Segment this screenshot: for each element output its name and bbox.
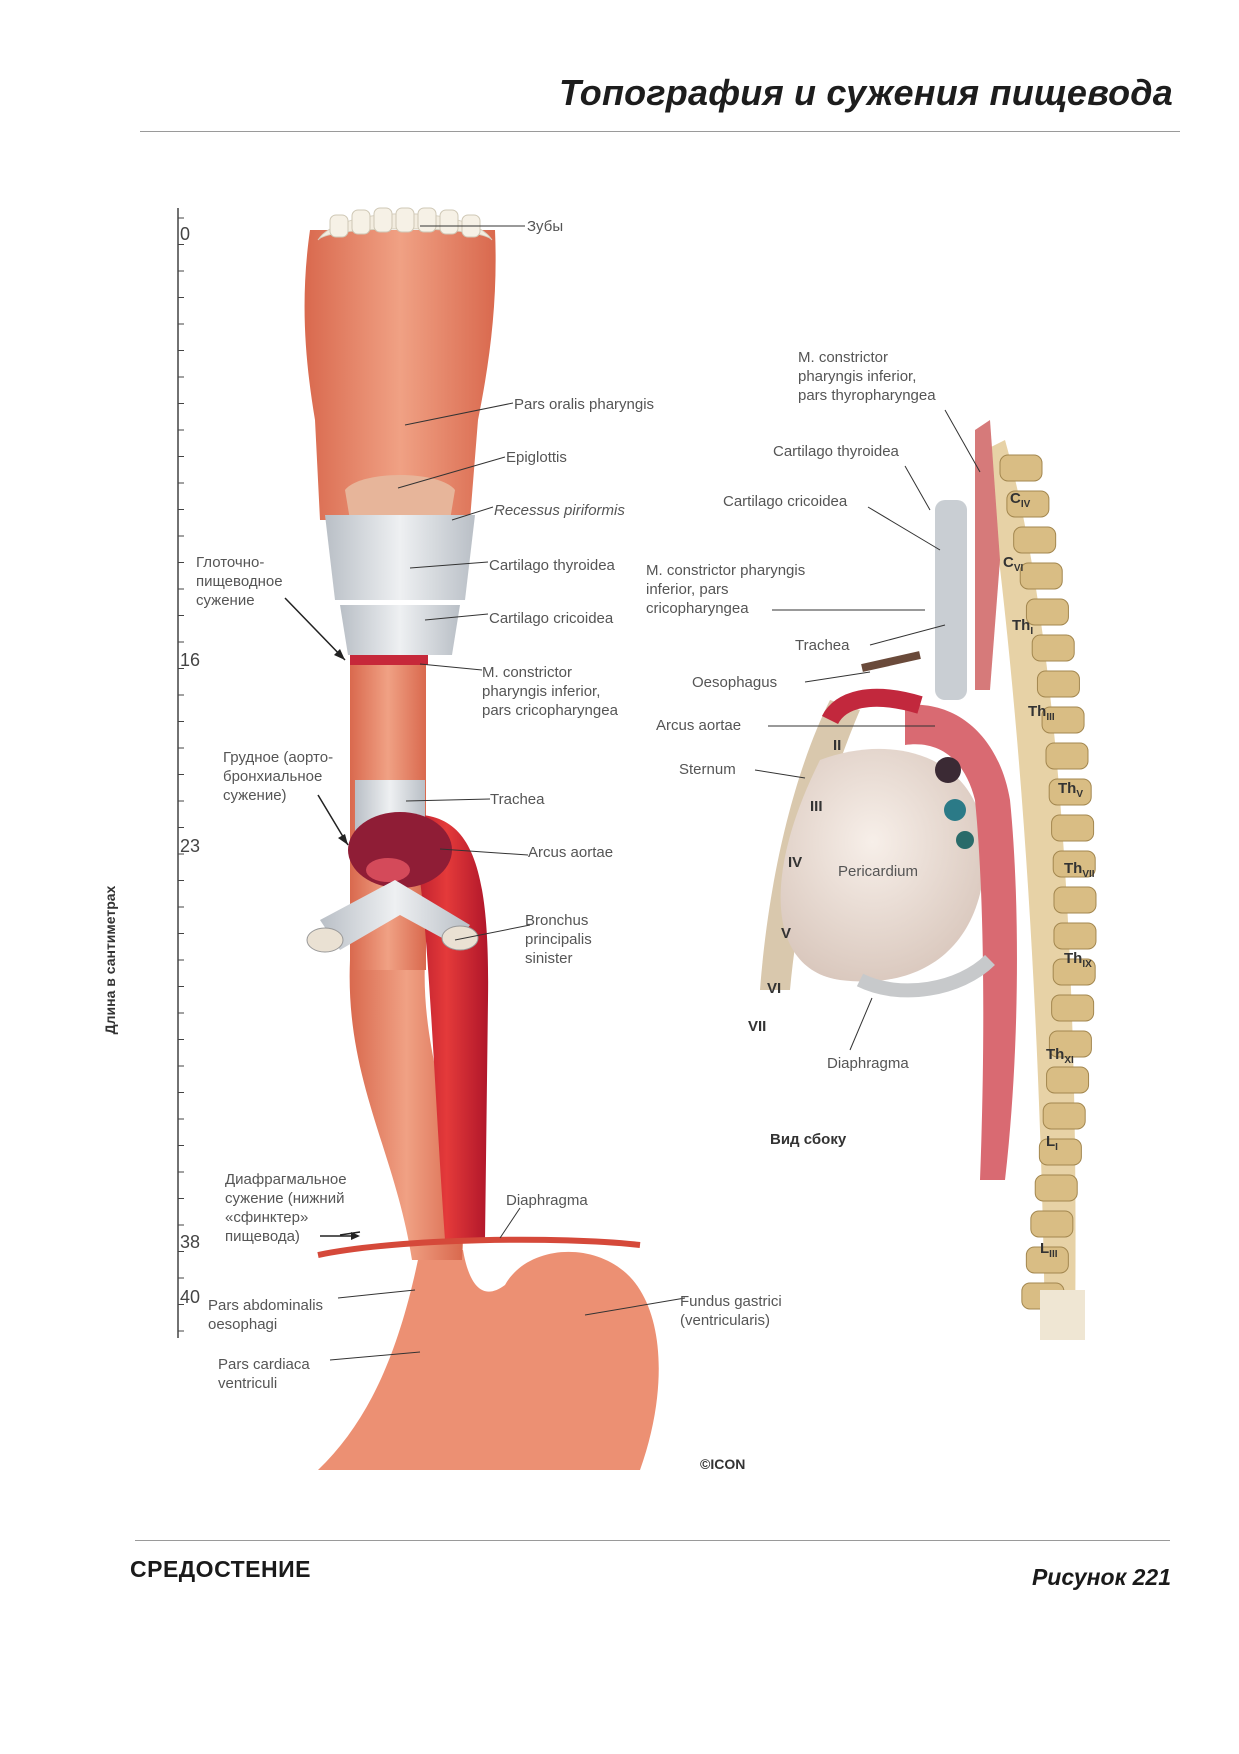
label-narrow-diaphragm: Диафрагмальное сужение (нижний «сфинктер… <box>225 1171 347 1245</box>
label-side-cartilago-thyroidea: Cartilago thyroidea <box>773 443 899 460</box>
vertebra-label-thiii: ThIII <box>1028 703 1055 723</box>
pericardium-shape <box>780 748 986 982</box>
leader-lines <box>329 225 981 1361</box>
length-scale <box>177 208 184 1338</box>
aorta-side <box>905 704 1017 1180</box>
vertebra-body <box>1051 994 1095 1022</box>
vertebra-body <box>1019 562 1063 590</box>
vertebra-body <box>1013 526 1057 554</box>
label-fundus: Fundus gastrici (ventricularis) <box>680 1293 782 1329</box>
label-side-cartilago-cricoidea: Cartilago cricoidea <box>723 493 848 510</box>
vertebra-label-li: LI <box>1046 1133 1058 1153</box>
label-cartilago-cricoidea: Cartilago cricoidea <box>489 610 614 627</box>
vertebra-body <box>1038 1138 1082 1166</box>
vertebra-body <box>1045 742 1089 770</box>
footer-rule <box>135 1540 1170 1541</box>
scale-mark-38: 38 <box>180 1232 201 1252</box>
label-side-constrictor-crico: M. constrictor pharyngis inferior, pars … <box>646 562 806 617</box>
vertebra-body <box>1048 778 1092 806</box>
publisher-logo: ©ICON <box>700 1456 746 1472</box>
rib-label-6: VI <box>767 980 782 997</box>
vertebra-body <box>1006 490 1050 518</box>
label-pars-oralis: Pars oralis pharyngis <box>514 396 655 413</box>
label-side-sternum: Sternum <box>679 761 736 778</box>
label-trachea: Trachea <box>490 791 545 808</box>
page-title: Топография и сужения пищевода <box>558 72 1173 113</box>
vertebra-body <box>1034 1174 1078 1202</box>
vertebra-body <box>1046 1066 1090 1094</box>
vertebra-label-cvi: CVI <box>1003 554 1024 574</box>
label-pars-abdominalis: Pars abdominalis oesophagi <box>208 1297 324 1333</box>
vertebra-body <box>1053 886 1097 914</box>
label-teeth: Зубы <box>527 218 564 235</box>
label-epiglottis: Epiglottis <box>506 449 567 466</box>
vertebra-label-thxi: ThXI <box>1046 1046 1074 1066</box>
vertebra-body <box>1052 958 1096 986</box>
rib-label-7: VII <box>748 1018 767 1035</box>
label-pars-cardiaca: Pars cardiaca ventriculi <box>218 1356 310 1392</box>
label-side-oesophagus: Oesophagus <box>692 674 778 691</box>
vertebra-body <box>1053 922 1097 950</box>
epiglottis-shape <box>345 475 455 520</box>
label-constrictor-thyro: M. constrictor pharyngis inferior, pars … <box>798 349 936 404</box>
label-bronchus: Bronchus principalis sinister <box>525 912 592 967</box>
label-diaphragma-front: Diaphragma <box>506 1192 588 1209</box>
vertebra-label-thvii: ThVII <box>1064 860 1095 880</box>
label-arcus-aortae: Arcus aortae <box>528 844 614 861</box>
vertebra-body <box>999 454 1043 482</box>
diaphragm-line <box>317 1236 641 1258</box>
bronchi-shape <box>320 880 470 950</box>
trachea-side <box>935 500 967 700</box>
section-title: СРЕДОСТЕНИЕ <box>130 1556 311 1582</box>
label-side-diaphragma: Diaphragma <box>827 1055 909 1072</box>
scale-mark-0: 0 <box>180 224 191 244</box>
vertebra-body <box>1041 706 1085 734</box>
label-recessus: Recessus piriformis <box>494 502 625 519</box>
vertebra-body <box>1030 1210 1074 1238</box>
vertebra-body <box>1036 670 1080 698</box>
figure-number: Рисунок 221 <box>1031 1564 1171 1590</box>
rib-label-4: IV <box>788 854 803 871</box>
vertebra-label-thv: ThV <box>1058 780 1083 800</box>
vertebra-body <box>1042 1102 1086 1130</box>
vertebra-body <box>1031 634 1075 662</box>
vertebra-label-civ: CIV <box>1010 490 1031 510</box>
scale-axis-title: Длина в сантиметрах <box>102 885 118 1035</box>
scale-mark-40: 40 <box>180 1287 201 1307</box>
oesophagus-lower <box>349 960 463 1260</box>
cricoid-cartilage <box>340 605 460 655</box>
pharynx-shape <box>304 230 496 520</box>
label-cartilago-thyroidea: Cartilago thyroidea <box>489 557 615 574</box>
vertebra-body <box>1051 814 1095 842</box>
label-side-trachea: Trachea <box>795 637 850 654</box>
label-constrictor-crico: M. constrictor pharyngis inferior, pars … <box>482 664 618 719</box>
vertebra-body <box>1025 1246 1069 1274</box>
label-side-pericardium: Pericardium <box>838 863 919 880</box>
rib-label-3: III <box>810 798 823 815</box>
vertebra-body <box>1025 598 1069 626</box>
rib-label-5: V <box>781 925 792 942</box>
label-side-arcus-aortae: Arcus aortae <box>656 717 742 734</box>
vertebra-label-liii: LIII <box>1040 1240 1058 1260</box>
scale-mark-16: 16 <box>180 650 201 670</box>
stomach-shape <box>318 1250 659 1470</box>
label-narrow-pharyngo: Глоточно- пищеводное сужение <box>196 554 283 609</box>
label-side-view: Вид сбоку <box>770 1131 847 1148</box>
front-view-drawing <box>284 207 659 1470</box>
thyroid-cartilage <box>325 515 475 600</box>
header-rule <box>140 131 1180 132</box>
rib-label-2: II <box>833 737 842 754</box>
constrictor-muscle <box>975 420 1000 690</box>
vertebra-label-thi: ThI <box>1012 617 1034 637</box>
side-view-drawing <box>760 420 1097 1340</box>
label-narrow-thoracic: Грудное (аорто- бронхиальное сужение) <box>223 749 334 804</box>
vertebra-body <box>1052 850 1096 878</box>
vertebra-body <box>1048 1030 1092 1058</box>
vertebra-label-thix: ThIX <box>1064 950 1092 970</box>
scale-mark-23: 23 <box>180 836 201 856</box>
cricopharyngeal-band <box>350 655 428 665</box>
